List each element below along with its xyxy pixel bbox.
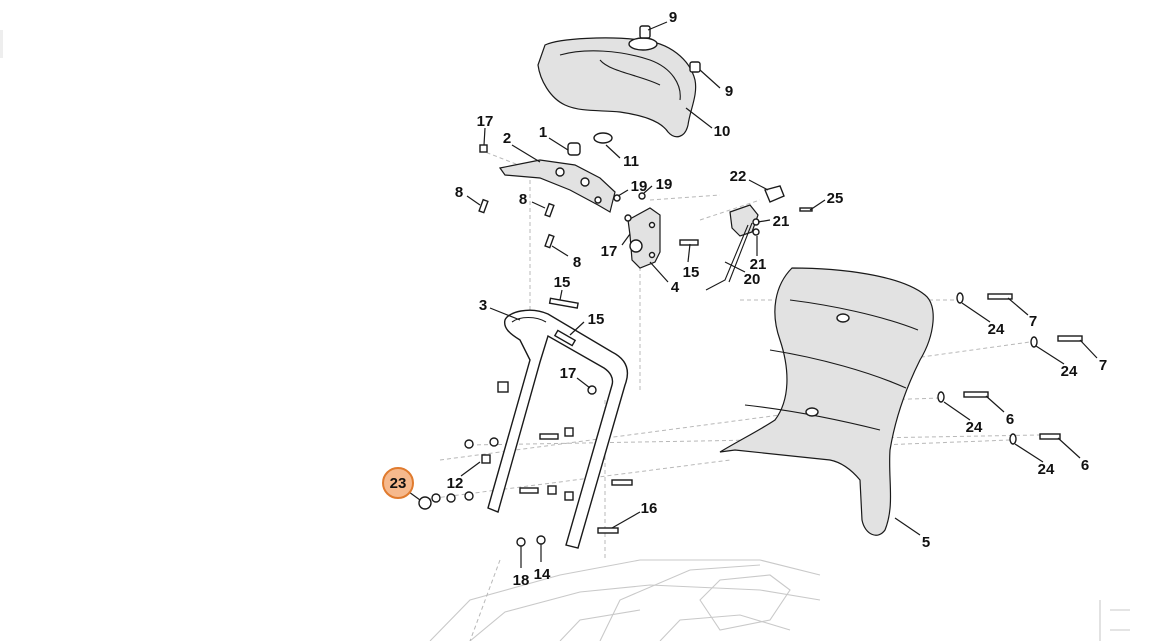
left-edge-mark xyxy=(0,30,3,58)
part-20-cable-lever xyxy=(705,185,785,291)
callout-8[interactable]: 8 xyxy=(455,184,463,201)
part-3-handlebar xyxy=(487,309,629,549)
callout-21[interactable]: 21 xyxy=(750,256,767,273)
callout-10[interactable]: 10 xyxy=(714,123,731,140)
callout-12[interactable]: 12 xyxy=(447,475,464,492)
callout-24[interactable]: 24 xyxy=(966,419,983,436)
part-5-discharge-chute xyxy=(719,267,934,536)
callout-24[interactable]: 24 xyxy=(1038,461,1055,478)
callout-19[interactable]: 19 xyxy=(656,176,673,193)
part-10-top-cover xyxy=(537,25,701,138)
callout-18[interactable]: 18 xyxy=(513,572,530,589)
callout-15[interactable]: 15 xyxy=(588,311,605,328)
callout-5[interactable]: 5 xyxy=(922,534,930,551)
callout-16[interactable]: 16 xyxy=(641,500,658,517)
highlight-circle[interactable] xyxy=(382,467,414,499)
callout-22[interactable]: 22 xyxy=(730,168,747,185)
callout-6[interactable]: 6 xyxy=(1006,411,1014,428)
callout-labels: 9 9 10 17 2 1 11 8 8 8 19 19 17 15 4 22 … xyxy=(447,9,1108,589)
callout-4[interactable]: 4 xyxy=(671,279,680,296)
part-4-side-plate xyxy=(627,207,661,269)
callout-8[interactable]: 8 xyxy=(519,191,527,208)
callout-24[interactable]: 24 xyxy=(988,321,1005,338)
background-frame-outline xyxy=(429,559,1130,641)
part-2-bracket-plate xyxy=(498,132,616,213)
callout-leader-lines xyxy=(408,21,1098,568)
highlighted-callout-23[interactable]: 23 xyxy=(382,467,414,499)
callout-7[interactable]: 7 xyxy=(1099,357,1107,374)
callout-15[interactable]: 15 xyxy=(554,274,571,291)
callout-1[interactable]: 1 xyxy=(539,124,547,141)
callout-23[interactable]: 23 xyxy=(390,475,407,492)
callout-11[interactable]: 11 xyxy=(623,153,639,170)
callout-19[interactable]: 19 xyxy=(631,178,648,195)
hardware-fasteners xyxy=(418,144,1083,547)
callout-7[interactable]: 7 xyxy=(1029,313,1037,330)
callout-14[interactable]: 14 xyxy=(534,566,551,583)
callout-9[interactable]: 9 xyxy=(725,83,733,100)
callout-6[interactable]: 6 xyxy=(1081,457,1089,474)
callout-8[interactable]: 8 xyxy=(573,254,581,271)
callout-21[interactable]: 21 xyxy=(773,213,790,230)
callout-25[interactable]: 25 xyxy=(827,190,844,207)
callout-17[interactable]: 17 xyxy=(601,243,618,260)
callout-15[interactable]: 15 xyxy=(683,264,700,281)
callout-24[interactable]: 24 xyxy=(1061,363,1078,380)
callout-3[interactable]: 3 xyxy=(479,297,487,314)
callout-9[interactable]: 9 xyxy=(669,9,677,26)
callout-17[interactable]: 17 xyxy=(560,365,577,382)
callout-2[interactable]: 2 xyxy=(503,130,511,147)
callout-17[interactable]: 17 xyxy=(477,113,494,130)
callout-20[interactable]: 20 xyxy=(744,271,761,288)
